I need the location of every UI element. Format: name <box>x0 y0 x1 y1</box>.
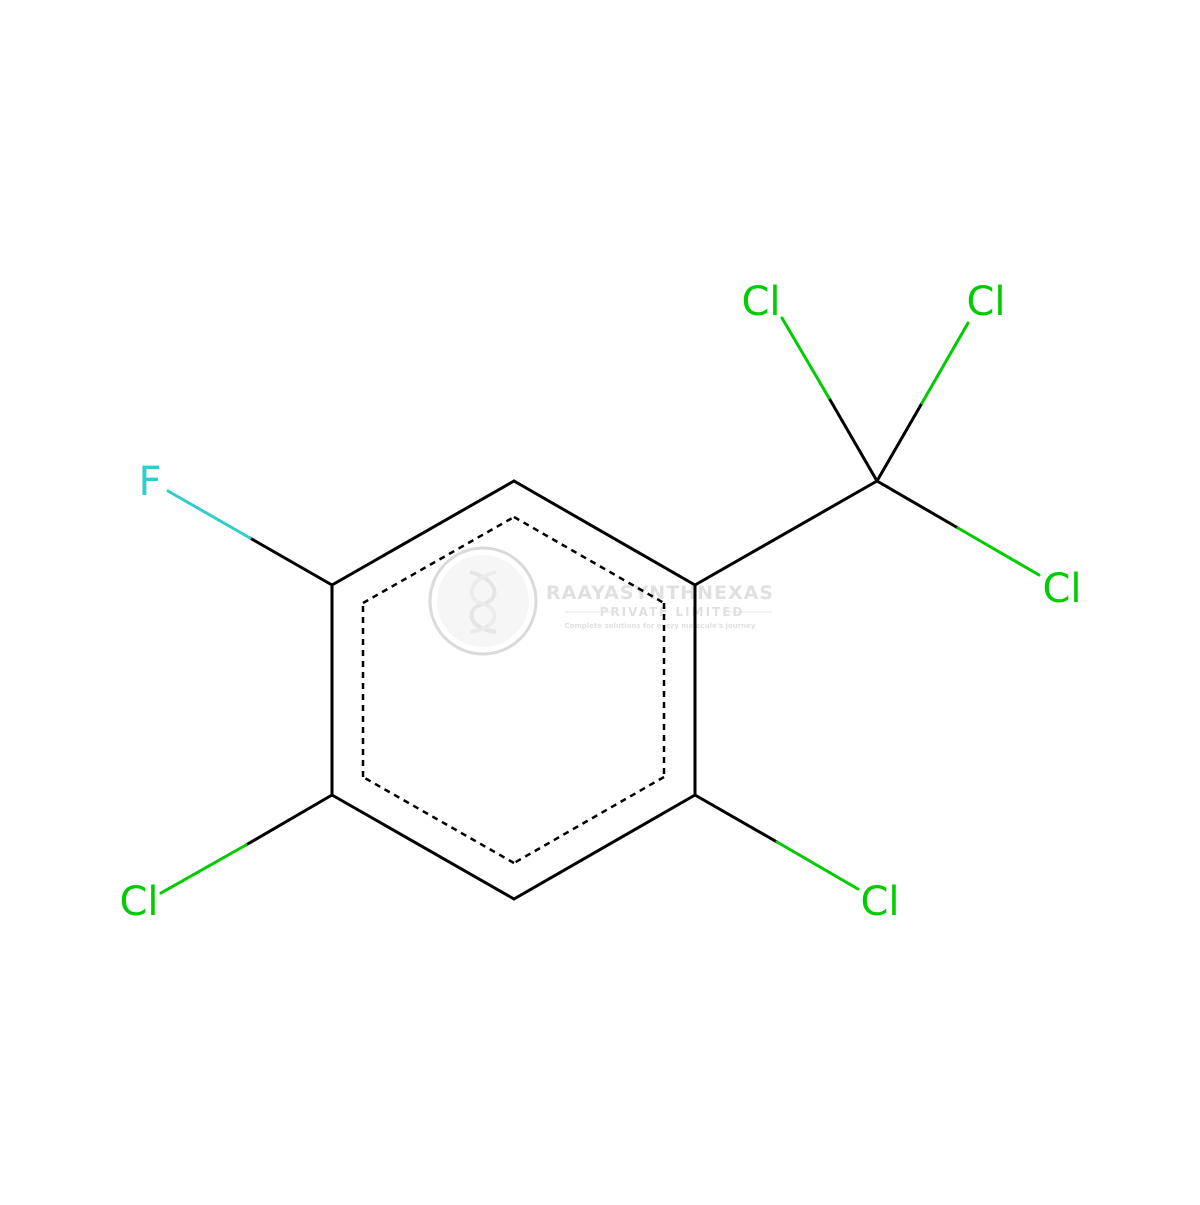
bond-ring-f-f <box>166 489 252 540</box>
bond-ring-f-c <box>248 536 334 587</box>
watermark-title: RAAYASYNTHNEXAS <box>546 582 774 604</box>
bond-ccl3-cl-top-left-cl <box>780 316 831 400</box>
bond-ccl3-cl-top-left-c <box>827 396 879 483</box>
bond-ring-cl-bottom-right-cl <box>775 840 860 891</box>
watermark-logo-disc <box>437 555 529 647</box>
atom-label-cl-top-left: Cl <box>741 279 780 325</box>
atom-label-cl-bottom-right: Cl <box>860 879 899 925</box>
aromatic-dash-6 <box>362 515 515 605</box>
atom-labels: Cl Cl Cl F Cl Cl <box>119 279 1081 925</box>
ring-bond-c3-c4 <box>512 793 697 901</box>
aromatic-dash-4 <box>362 775 515 865</box>
ring-bond-c1-c2 <box>512 479 697 587</box>
bond-ring-cl-bottom-right-c <box>693 793 779 844</box>
watermark-tagline: Complete solutions for every molecule's … <box>565 622 756 630</box>
aromatic-dash-3 <box>513 775 665 865</box>
bond-ccl3-cl-right-c <box>875 479 960 530</box>
bond-ccl3-cl-top-right-cl <box>920 321 970 405</box>
bond-ring-cl-bottom-left-c <box>244 793 334 847</box>
substituent-bonds <box>159 316 1041 895</box>
atom-label-f: F <box>138 459 161 505</box>
watermark-logo-ring <box>428 546 538 656</box>
bond-ccl3-cl-right-cl <box>956 526 1041 577</box>
bond-ring-cl-bottom-left-cl <box>159 843 248 895</box>
atom-label-cl-right: Cl <box>1042 566 1081 612</box>
atom-label-cl-top-right: Cl <box>966 279 1005 325</box>
benzene-ring <box>330 479 697 901</box>
ring-bond-c6-c1 <box>330 479 516 587</box>
watermark: RAAYASYNTHNEXAS PRIVATE LIMITED Complete… <box>428 546 774 656</box>
aromatic-dash-1 <box>513 515 665 605</box>
atom-label-cl-bottom-left: Cl <box>119 879 158 925</box>
watermark-dna-icon-strand <box>469 570 497 634</box>
bond-ccl3-cl-top-right-c <box>875 401 924 483</box>
aromatic-circle-dashes <box>361 515 666 865</box>
ring-bond-c4-c5 <box>330 793 516 901</box>
watermark-subtitle: PRIVATE LIMITED <box>600 605 745 619</box>
bond-ring-to-ccl3 <box>693 479 879 587</box>
